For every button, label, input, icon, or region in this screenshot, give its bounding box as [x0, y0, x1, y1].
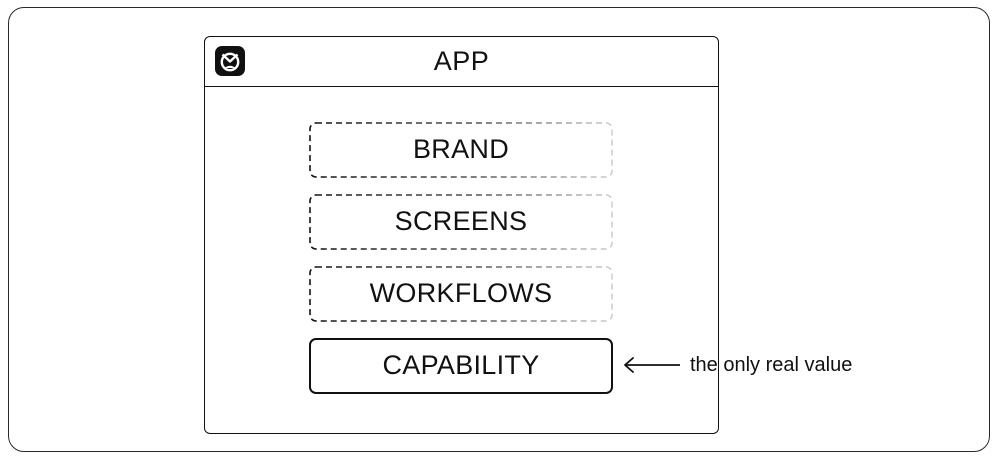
app-header: APP — [205, 37, 718, 87]
left-arrow-icon — [624, 357, 680, 373]
layer-brand-label: BRAND — [412, 134, 509, 164]
app-title: APP — [433, 46, 490, 76]
layer-workflows: WORKFLOWS — [309, 266, 613, 322]
app-logo-icon — [215, 46, 245, 76]
layer-screens-border — [309, 194, 613, 250]
outer-frame — [8, 7, 990, 452]
layer-workflows-label: WORKFLOWS — [369, 278, 553, 308]
annotation: the only real value — [622, 352, 882, 378]
annotation-text: the only real value — [690, 354, 853, 376]
layer-capability-label: CAPABILITY — [382, 350, 540, 380]
layer-capability: CAPABILITY — [309, 338, 613, 394]
layer-screens-label: SCREENS — [394, 206, 528, 236]
layer-brand-border — [309, 122, 613, 178]
layer-screens: SCREENS — [309, 194, 613, 250]
layer-brand: BRAND — [309, 122, 613, 178]
app-window: APP BRAND SCRE — [204, 36, 719, 434]
layer-workflows-border — [309, 266, 613, 322]
